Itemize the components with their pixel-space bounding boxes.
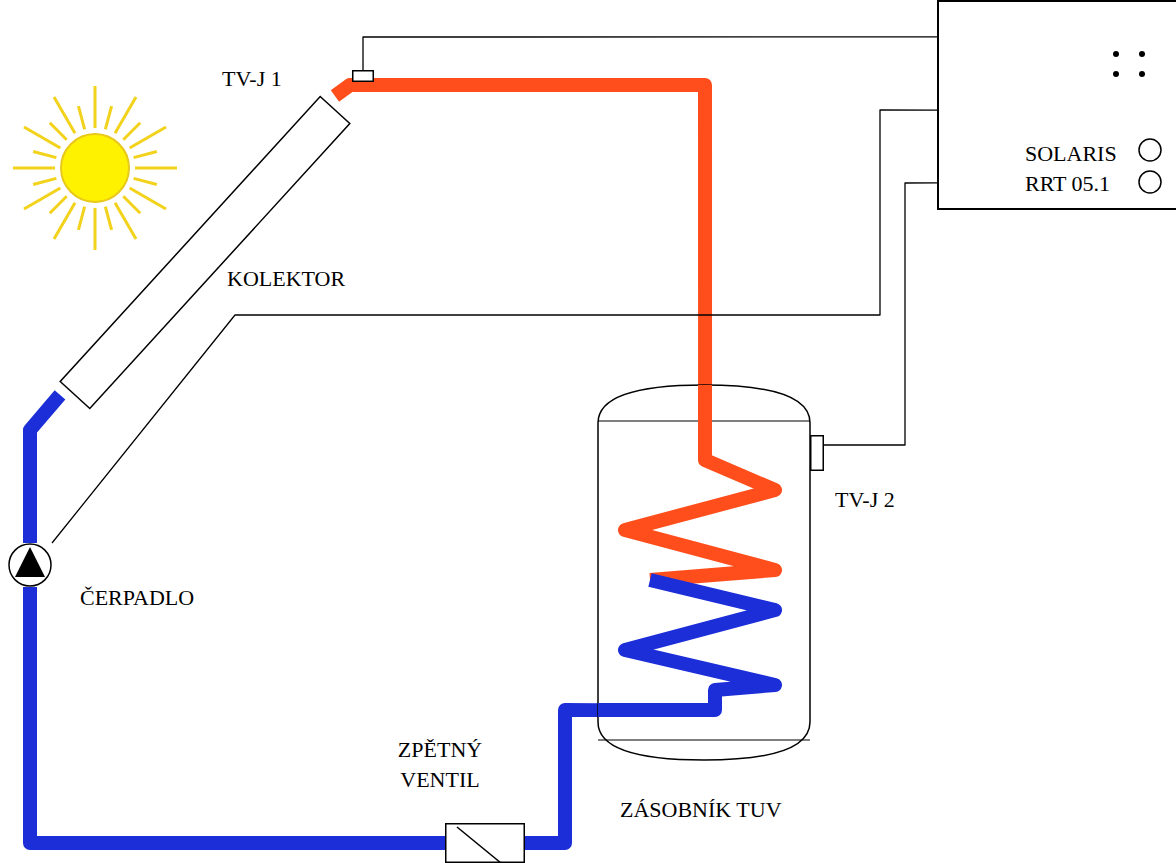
sun-ray [130,188,166,209]
sun-illustration [13,86,177,250]
temperature-sensor-outline [810,435,824,471]
sun-ray [134,151,157,157]
sun-ray [78,106,84,129]
sun-ray [134,178,157,184]
sun-ray [105,207,111,230]
storage-tank-outline [598,385,810,760]
component-label: TV-J 2 [835,485,895,515]
sun-ray [24,127,60,148]
sun-ray [33,151,56,157]
sun-ray [123,196,140,213]
controller-box: SOLARIS RRT 05.1 [937,0,1176,210]
solar-collector-outline [60,96,350,409]
component-label: SOLARIS RRT 05.1 [1025,139,1133,199]
indicator-dot [1139,71,1145,77]
sun-ray [94,208,97,250]
check-valve: ZPĚTNÝ VENTIL [445,823,525,863]
sun-ray [50,196,67,213]
cold-pipe [525,710,598,843]
solar-collector: KOLEKTOR [60,96,350,409]
sensor-body [353,71,374,82]
signal-wire [824,183,937,445]
cold-coil [598,580,775,710]
sun-ray [130,127,166,148]
hot-pipe [335,85,705,385]
storage-tank: ZÁSOBNÍK TUV [598,385,810,760]
signal-wire [363,37,937,70]
temperature-sensor: TV-J 2 [810,435,824,471]
sun-ray [50,123,67,140]
sun-ray [105,106,111,129]
control-knob [1139,139,1161,161]
tank-shell [598,385,810,760]
indicator-dot [1113,51,1119,57]
valve-body [446,824,525,863]
control-knob [1139,171,1161,193]
sun-ray [13,167,55,170]
component-label: ZÁSOBNÍK TUV [620,795,782,825]
check-valve-outline [445,823,525,863]
component-label: ČERPADLO [80,583,194,613]
pump-circle [9,544,51,586]
component-label: TV-J 1 [222,64,282,94]
collector-panel [60,97,350,409]
sun-ray [24,188,60,209]
sun-ray [54,203,75,239]
pump-symbol-outline [8,543,52,587]
sun-ray [115,203,136,239]
indicator-dot [1139,51,1145,57]
sensor-body [811,436,824,471]
temperature-sensor: TV-J 1 [352,70,374,82]
sun-ray [54,97,75,133]
hot-coil [625,385,775,580]
sun-ray [94,86,97,128]
indicator-dot [1113,71,1119,77]
valve-flap [457,827,501,863]
sun-ray [78,207,84,230]
sun-disc [61,134,129,202]
sun-ray [135,167,177,170]
sun-ray [123,123,140,140]
cold-pipe [30,395,60,543]
temperature-sensor-outline [352,70,374,82]
pump-symbol: ČERPADLO [8,543,52,587]
component-label: KOLEKTOR [225,264,347,294]
component-label: ZPĚTNÝ VENTIL [380,735,500,795]
tank-seam [598,739,810,740]
sun-ray [33,178,56,184]
pump-triangle [15,547,45,577]
cold-pipe [30,587,445,843]
sun-ray [115,97,136,133]
